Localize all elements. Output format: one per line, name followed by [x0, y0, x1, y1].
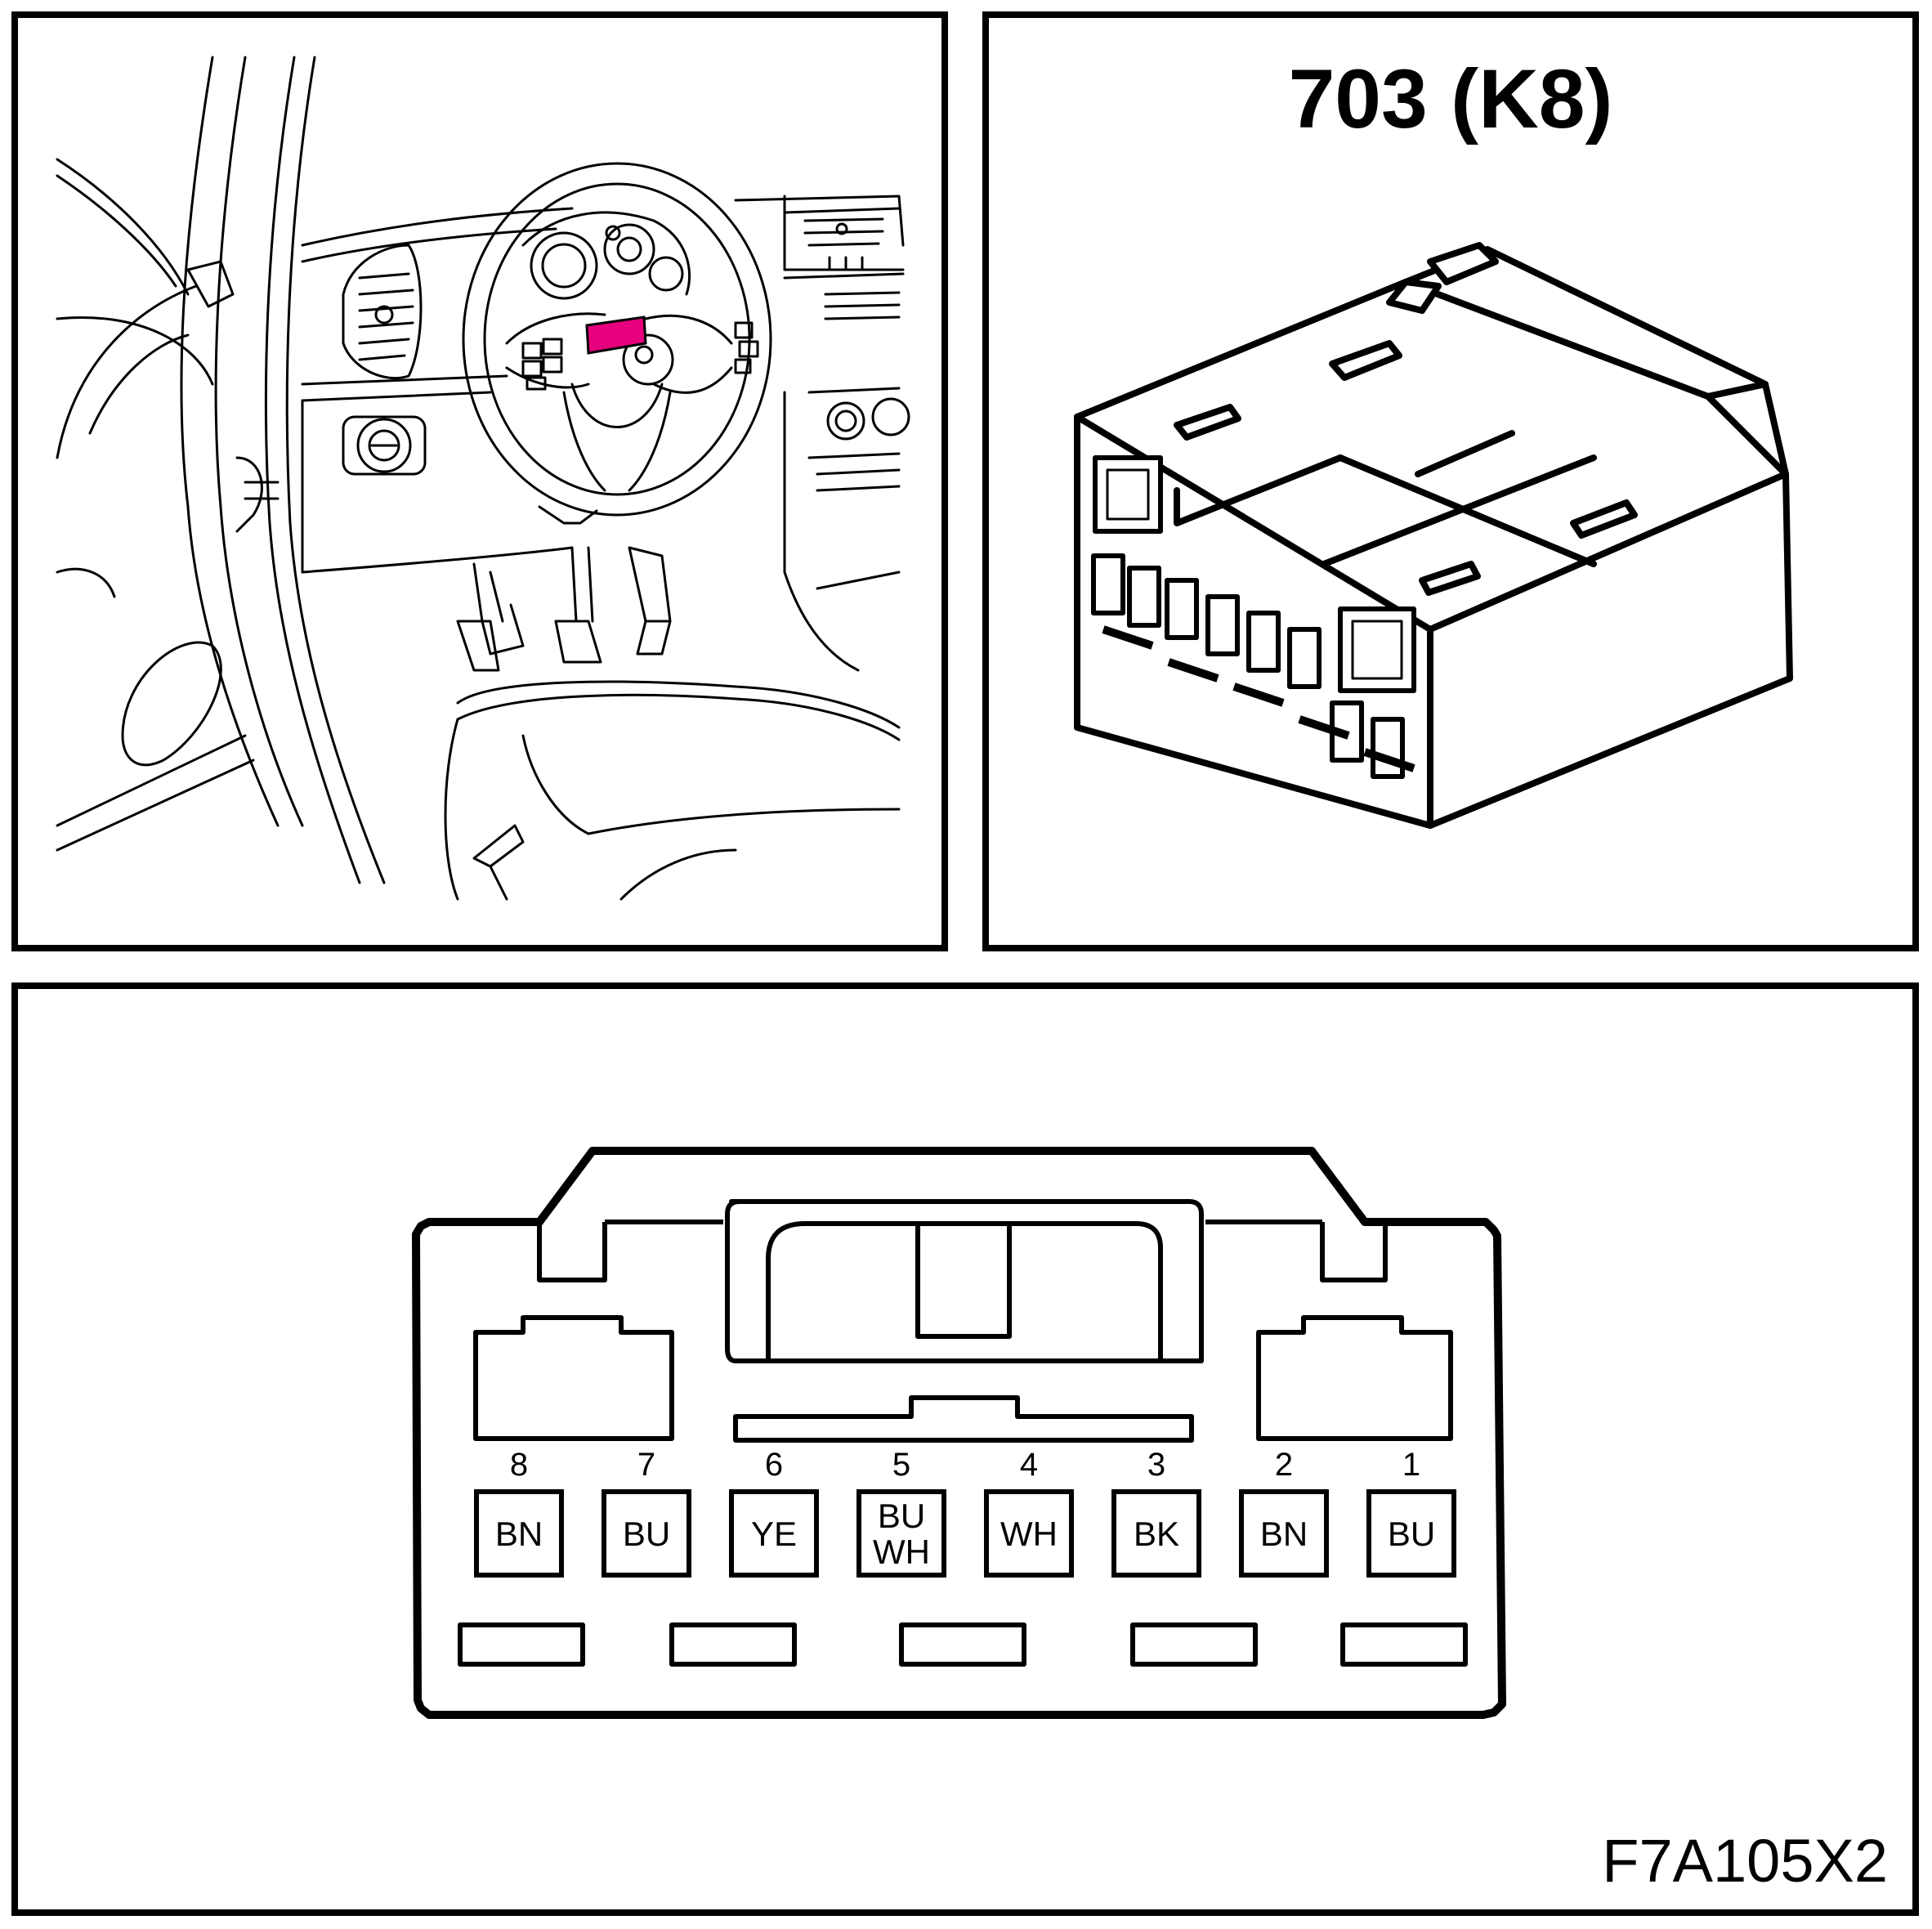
connector-title: 703 (K8)	[1289, 52, 1613, 145]
pinout-panel-frame	[11, 982, 1919, 1916]
figure-id: F7A105X2	[1602, 1827, 1888, 1895]
pin-number-1: 1	[1402, 1447, 1420, 1483]
pin-cavity-6	[729, 1489, 819, 1578]
vehicle-interior-illustration	[56, 56, 910, 901]
connector-front-cavities	[1091, 455, 1416, 779]
pin-cavity-7	[602, 1489, 691, 1578]
pin-number-3: 3	[1147, 1447, 1165, 1483]
pin-number-2: 2	[1275, 1447, 1293, 1483]
pin-cavity-4	[984, 1489, 1074, 1578]
pin-number-5: 5	[892, 1447, 910, 1483]
pin-wire-color-4: WH	[1000, 1515, 1058, 1553]
pin-wire-color-5: BU	[878, 1497, 925, 1535]
pin-cavity-3	[1111, 1489, 1201, 1578]
pin-wire-color-6: YE	[751, 1515, 797, 1553]
pin-wire-color-2: BN	[1260, 1515, 1308, 1553]
pin-number-7: 7	[637, 1447, 655, 1483]
pin-cavity-1	[1366, 1489, 1456, 1578]
connector-panel-frame	[982, 11, 1919, 951]
pin-wire-color-8: BN	[495, 1515, 543, 1553]
pin-cavity-2	[1239, 1489, 1329, 1578]
pin-wire-color-5: WH	[873, 1533, 930, 1571]
pin-cavity-8	[474, 1489, 564, 1578]
pin-number-8: 8	[510, 1447, 528, 1483]
component-location-highlight	[585, 316, 647, 355]
pin-cavity-5	[856, 1489, 946, 1578]
pin-wire-color-1: BU	[1388, 1515, 1435, 1553]
pin-number-4: 4	[1020, 1447, 1038, 1483]
pin-wire-color-7: BU	[623, 1515, 670, 1553]
location-panel-frame	[11, 11, 948, 951]
connector-isometric-illustration	[1074, 242, 1793, 829]
pin-number-6: 6	[765, 1447, 783, 1483]
connector-face-outline	[412, 1147, 1506, 1719]
pin-wire-color-3: BK	[1134, 1515, 1179, 1553]
